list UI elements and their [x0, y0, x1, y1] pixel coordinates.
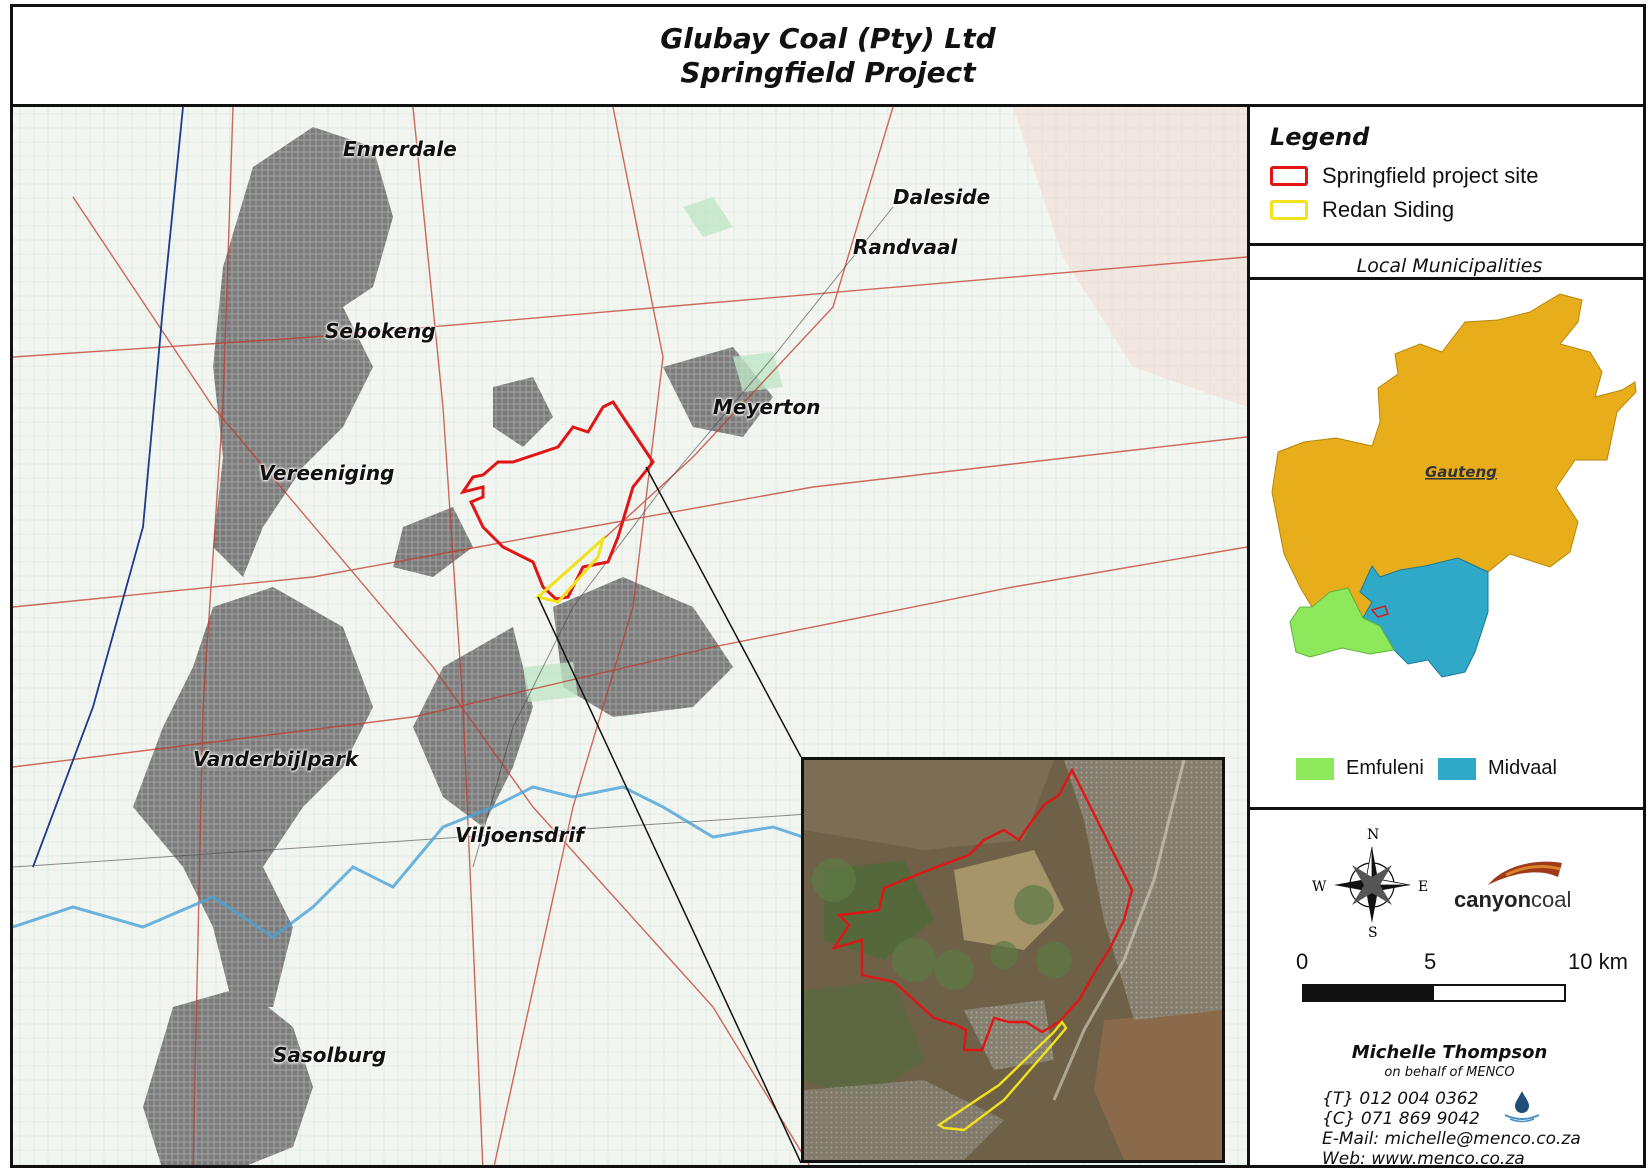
scale-label-0: 0: [1296, 949, 1309, 974]
compass-w: W: [1312, 879, 1327, 895]
muni-swatch-midvaal: [1438, 757, 1476, 780]
vaal-river: [13, 785, 964, 939]
scale-bar: [1302, 984, 1566, 1002]
divider: [1250, 243, 1643, 246]
contact-phone-t: {T} 012 004 0362: [1322, 1089, 1479, 1109]
emfuleni-region: [1289, 587, 1395, 658]
gauteng-label: Gauteng: [1425, 463, 1497, 481]
topographic-base-map: [13, 107, 1247, 1165]
place-label-vereeniging: Vereeniging: [259, 461, 395, 485]
project-site-marker: [1370, 605, 1389, 618]
boundary-line: [32, 107, 184, 868]
place-label-meyerton: Meyerton: [713, 395, 821, 419]
title-line-2: Springfield Project: [680, 55, 976, 89]
legend-label: Redan Siding: [1322, 197, 1455, 222]
canyoncoal-logo-icon: [1488, 861, 1562, 885]
legend-label: Springfield project site: [1322, 163, 1539, 188]
midvaal-region: [1359, 557, 1489, 678]
place-label-daleside: Daleside: [893, 185, 991, 209]
menco-logo-icon: [1504, 1091, 1540, 1123]
divider: [1250, 277, 1643, 280]
muni-legend-emfuleni: Emfuleni: [1296, 757, 1424, 780]
contact-web[interactable]: Web: www.menco.co.za: [1322, 1149, 1525, 1168]
legend-item-redan-siding: Redan Siding: [1270, 197, 1454, 223]
redan-siding: [534, 534, 606, 604]
municipalities-map[interactable]: Gauteng: [1260, 292, 1646, 732]
title-line-1: Glubay Coal (Pty) Ltd: [660, 21, 996, 55]
contact-phone-c: {C} 071 869 9042: [1322, 1109, 1480, 1129]
credit-subtitle: on behalf of MENCO: [1384, 1065, 1515, 1080]
main-map[interactable]: Ennerdale Daleside Randvaal Sebokeng Mey…: [13, 107, 1247, 1165]
muni-legend-midvaal: Midvaal: [1438, 757, 1557, 780]
scale-label-10km: 10 km: [1568, 949, 1628, 974]
place-label-randvaal: Randvaal: [853, 235, 958, 259]
municipalities-title: Local Municipalities: [1356, 255, 1543, 277]
place-label-sebokeng: Sebokeng: [325, 319, 436, 343]
sidebar-panel: Legend Springfield project site Redan Si…: [1247, 107, 1646, 1168]
inset-springfield-project-site: [831, 767, 1134, 1052]
legend-swatch-yellow: [1270, 200, 1308, 220]
satellite-inset-map[interactable]: [801, 757, 1225, 1163]
map-frame: Glubay Coal (Pty) Ltd Springfield Projec…: [10, 4, 1646, 1168]
inset-redan-siding: [936, 1019, 1068, 1132]
place-label-ennerdale: Ennerdale: [343, 137, 457, 161]
place-label-sasolburg: Sasolburg: [273, 1043, 387, 1067]
compass-rose-icon: N S W E: [1312, 827, 1428, 937]
brand-part1: canyon: [1454, 887, 1532, 912]
scale-bar-fill: [1304, 986, 1434, 1000]
muni-swatch-emfuleni: [1296, 757, 1334, 780]
satellite-inset-image: [804, 760, 1222, 1160]
brand-part2: coal: [1531, 887, 1572, 912]
pivot-fields: [812, 858, 1072, 990]
roads: [13, 107, 1247, 1165]
scale-label-5: 5: [1424, 949, 1437, 974]
compass-s: S: [1368, 925, 1378, 937]
muni-label: Midvaal: [1488, 757, 1557, 779]
title-bar: Glubay Coal (Pty) Ltd Springfield Projec…: [13, 7, 1643, 107]
legend-title: Legend: [1270, 123, 1370, 151]
springfield-project-site: [459, 400, 655, 601]
contact-email[interactable]: E-Mail: michelle@menco.co.za: [1322, 1129, 1581, 1149]
credit-name: Michelle Thompson: [1351, 1042, 1548, 1063]
legend-swatch-red: [1270, 166, 1308, 186]
legend-item-project-site: Springfield project site: [1270, 163, 1538, 189]
place-label-vanderbijlpark: Vanderbijlpark: [193, 747, 359, 771]
green-areas: [523, 197, 783, 702]
divider: [1250, 807, 1643, 810]
compass-n: N: [1367, 827, 1379, 843]
brand-name: canyoncoal: [1454, 887, 1571, 913]
place-label-viljoensdrif: Viljoensdrif: [455, 823, 584, 847]
compass-e: E: [1418, 879, 1428, 895]
muni-label: Emfuleni: [1346, 757, 1424, 779]
